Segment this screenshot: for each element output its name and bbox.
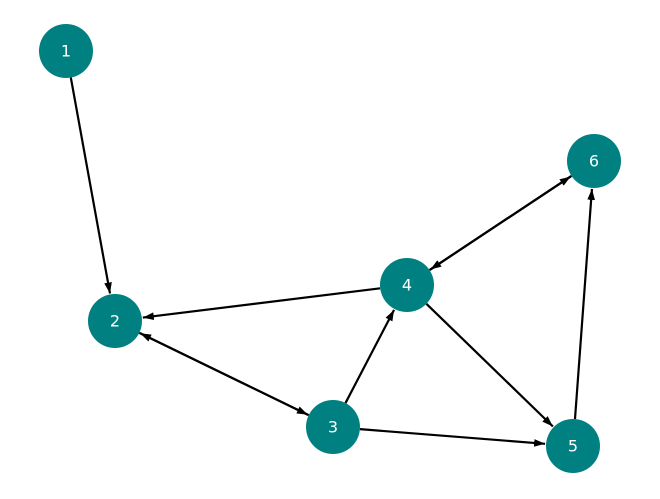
node-label: 1	[61, 42, 71, 61]
edge-1-to-2	[69, 77, 112, 294]
node-1: 1	[39, 24, 93, 78]
node-6: 6	[567, 134, 621, 188]
node-circle	[380, 258, 434, 312]
edge-5-to-6	[573, 188, 595, 420]
node-circle	[306, 400, 360, 454]
node-label: 6	[589, 152, 599, 171]
node-label: 3	[328, 418, 338, 437]
node-label: 2	[110, 312, 120, 331]
nodes-layer: 1 2 3 4 5 6	[39, 24, 621, 473]
node-4: 4	[380, 258, 434, 312]
edge-3-to-5	[359, 428, 546, 447]
edges-layer	[69, 77, 595, 447]
node-label: 5	[568, 437, 578, 456]
edge-3-to-2	[139, 332, 310, 417]
node-circle	[88, 294, 142, 348]
edge-4-to-5	[425, 303, 554, 428]
edge-3-to-4	[344, 309, 396, 404]
node-circle	[567, 134, 621, 188]
node-circle	[546, 419, 600, 473]
node-5: 5	[546, 419, 600, 473]
edge-6-to-4	[429, 175, 573, 271]
node-circle	[39, 24, 93, 78]
edge-4-to-2	[142, 287, 381, 321]
node-3: 3	[306, 400, 360, 454]
node-label: 4	[402, 276, 412, 295]
node-2: 2	[88, 294, 142, 348]
